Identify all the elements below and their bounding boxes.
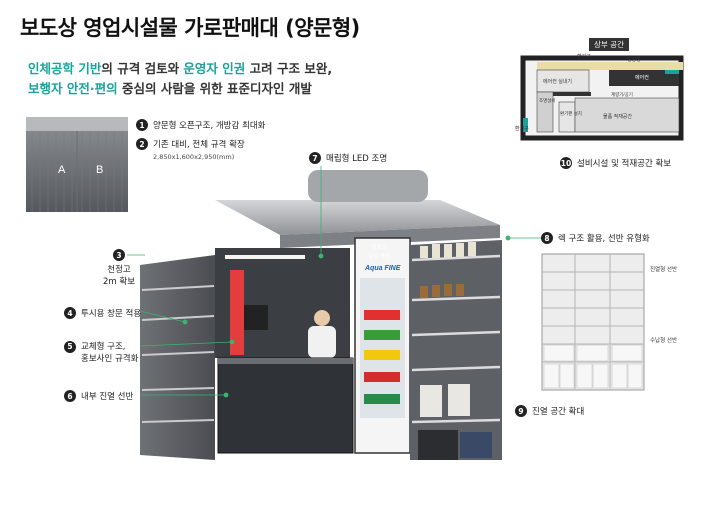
feature-number: 8 xyxy=(541,232,553,244)
subtitle-text: 고려 구조 보완, xyxy=(245,61,333,76)
subtitle-line-2: 보행자 안전·편의 중심의 사람을 위한 표준디자인 개발 xyxy=(28,78,312,97)
shelf-types-illustration xyxy=(541,253,645,391)
feature-5: 5 교체형 구조, 홍보사인 규격화 xyxy=(64,341,138,365)
thumb-label-a: A xyxy=(58,164,66,176)
floor-plan: 환기구 냉장창 에어컨 실내기 에어컨 조명설비 계량기/공기 환기구 환기팬 … xyxy=(515,53,684,141)
feature-number: 7 xyxy=(309,152,321,164)
plan-label-lighting: 조명설비 xyxy=(539,97,556,104)
thumb-label-b: B xyxy=(96,164,103,176)
plan-label-vent-equip: 환기팬 설치 xyxy=(560,110,582,117)
feature-label: 매립형 LED 조명 xyxy=(326,154,388,164)
fridge-label-line-1: 냉장고 xyxy=(371,245,387,251)
subtitle-text: 중심의 사람을 위한 표준디자인 개발 xyxy=(117,81,312,96)
kiosk-illustration xyxy=(140,170,502,460)
subtitle-highlight-ergonomics: 인체공학 기반 xyxy=(28,61,102,76)
shelf-type-a-label: 진열형 선반 xyxy=(650,267,678,273)
shelf-type-b-label: 수납형 선반 xyxy=(650,338,678,344)
page-title: 보도상 영업시설물 가로판매대 (양문형) xyxy=(20,16,360,40)
feature-label: 양문형 오픈구조, 개방감 최대화 xyxy=(153,121,266,131)
feature-number: 5 xyxy=(64,341,76,353)
kiosk-thumbnail: A B xyxy=(26,117,128,212)
feature-label: 설비시설 및 적재공간 확보 xyxy=(577,159,672,169)
feature-number: 3 xyxy=(113,249,125,261)
feature-number: 6 xyxy=(64,390,76,402)
plan-label-cold-store: 냉장창 xyxy=(627,56,641,63)
feature-label: 2m 확보 xyxy=(103,277,136,287)
feature-number: 2 xyxy=(136,138,148,150)
plan-label-ac-indoor: 에어컨 실내기 xyxy=(543,78,572,85)
subtitle-highlight-pedestrian: 보행자 안전·편의 xyxy=(28,81,118,96)
feature-2: 2 기존 대비, 전체 규격 확장 xyxy=(136,138,245,150)
feature-2-detail: 2,850x1,600x2,950(mm) xyxy=(153,153,235,161)
feature-label: 기존 대비, 전체 규격 확장 xyxy=(153,140,245,150)
plan-label-vent-left: 환기구 xyxy=(515,125,529,132)
feature-label: 내부 진열 선반 xyxy=(81,392,134,402)
feature-number: 1 xyxy=(136,119,148,131)
fridge-label-line-2: 설치 공간 xyxy=(368,254,390,260)
floor-plan-title: 상부 공간 xyxy=(589,38,629,51)
plan-label-vent-top: 환기구 xyxy=(577,53,591,60)
subtitle-line-1: 인체공학 기반의 규격 검토와 운영자 인권 고려 구조 보완, xyxy=(28,58,332,77)
feature-label: 투시용 창문 적용 xyxy=(81,309,142,319)
subtitle-highlight-operator: 운영자 인권 xyxy=(183,61,246,76)
fridge-brand: Aqua FINE xyxy=(365,265,401,272)
feature-number: 10 xyxy=(560,157,572,169)
feature-7: 7 매립형 LED 조명 xyxy=(309,152,387,164)
feature-label: 렉 구조 활용, 선반 유형화 xyxy=(558,234,650,244)
plan-label-storage-sub: 계량기/공기 xyxy=(611,91,633,98)
fridge-label: 냉장고 설치 공간 xyxy=(368,244,390,262)
feature-number: 9 xyxy=(515,405,527,417)
feature-4: 4 투시용 창문 적용 xyxy=(64,307,141,319)
feature-label: 홍보사인 규격화 xyxy=(81,354,139,364)
feature-6: 6 내부 진열 선반 xyxy=(64,390,133,402)
feature-number: 4 xyxy=(64,307,76,319)
subtitle-text: 의 규격 검토와 xyxy=(101,61,184,76)
plan-label-storage: 물품 적재공간 xyxy=(603,113,632,120)
feature-label: 진열 공간 확대 xyxy=(532,407,585,417)
feature-9: 9 진열 공간 확대 xyxy=(515,405,584,417)
plan-label-ac: 에어컨 xyxy=(635,74,649,81)
feature-1: 1 양문형 오픈구조, 개방감 최대화 xyxy=(136,119,265,131)
feature-3-label: 천정고 2m 확보 xyxy=(103,264,135,288)
feature-8: 8 렉 구조 활용, 선반 유형화 xyxy=(541,232,650,244)
feature-label: 천정고 xyxy=(107,265,131,275)
feature-10: 10 설비시설 및 적재공간 확보 xyxy=(560,157,671,169)
feature-3: 3 xyxy=(113,249,125,261)
feature-label: 교체형 구조, xyxy=(81,342,126,352)
